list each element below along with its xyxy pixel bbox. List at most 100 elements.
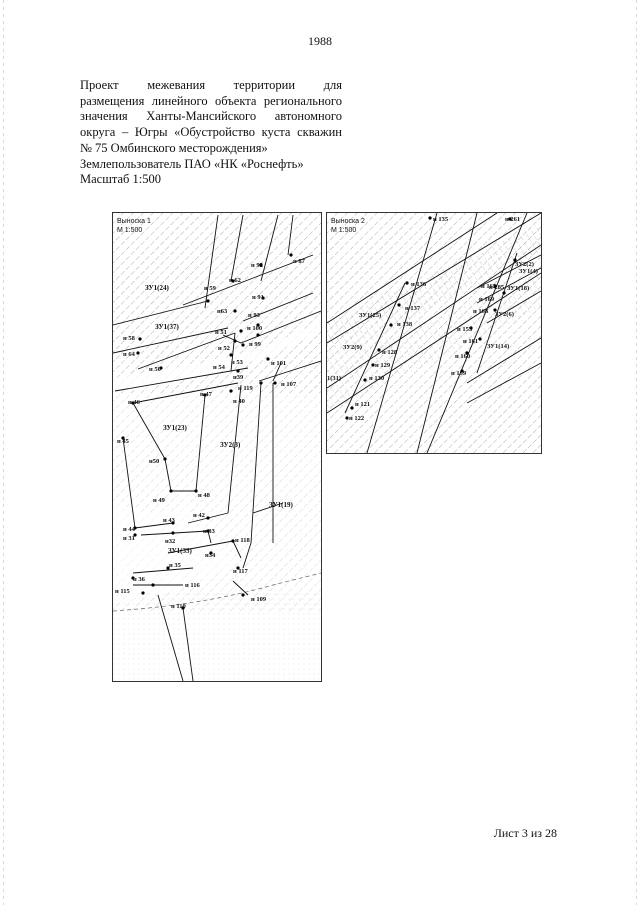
inset-1-boundary-line [272, 362, 282, 382]
inset-1-boundary-point [209, 551, 213, 555]
inset-1-boundary-point [231, 539, 235, 543]
inset-1-parcel-label: ЗУ1(37) [155, 323, 179, 331]
inset-2-parcel-label: ЗУ2(9) [343, 344, 362, 351]
inset-1-point-label: н 36 [133, 576, 146, 583]
inset-1-point-label: н50 [149, 458, 159, 465]
inset-1-boundary-point [239, 329, 243, 333]
inset-1-boundary-point [136, 351, 140, 355]
inset-1-boundary-point [266, 357, 270, 361]
inset-2-boundary-point [371, 363, 375, 367]
inset-2-point-label: н 161 [463, 338, 478, 345]
inset-2-point-label: н 122 [349, 415, 364, 422]
inset-1-point-label: н39 [233, 374, 244, 381]
inset-1-boundary-line [227, 384, 242, 514]
inset-1-title: Выноска 1 М 1:500 [117, 217, 151, 235]
inset-1-boundary-line [134, 522, 174, 529]
header-line-1: Проект межевания территории для [80, 78, 342, 92]
inset-1-boundary-line [137, 332, 236, 370]
inset-2-point-label: н 138 [397, 321, 413, 328]
inset-1-map: ЗУ1(24)ЗУ1(37)ЗУ1(23)ЗУ2(3)ЗУ1(19)ЗУ1(33… [112, 212, 322, 682]
inset-2-boundary-point [397, 303, 401, 307]
inset-1-boundary-point [141, 591, 145, 595]
inset-1-boundary-point [203, 393, 207, 397]
header-line-7: Масштаб 1:500 [80, 172, 161, 187]
inset-1-point-label: н 107 [281, 381, 297, 388]
inset-1-boundary-point [241, 343, 245, 347]
inset-2-boundary-point [460, 369, 464, 373]
inset-1-parcel-label: ЗУ1(24) [145, 284, 169, 292]
inset-1-boundary-line [113, 300, 209, 326]
inset-1-point-label: н 59 [204, 285, 217, 292]
header-line-2: размещения линейного объекта регионально… [80, 93, 342, 108]
page-number: 1988 [308, 34, 332, 48]
inset-1-point-label: н 35 [169, 562, 182, 569]
inset-2-boundary-point [502, 291, 506, 295]
inset-2-boundary-point [405, 281, 409, 285]
header-line-3: значения Ханты-Мансийского автономного [80, 109, 342, 124]
inset-1-boundary-line [232, 580, 249, 596]
inset-2-boundary-line [327, 244, 541, 389]
inset-2-boundary-point [465, 351, 469, 355]
inset-1-drawing: ЗУ1(24)ЗУ1(37)ЗУ1(23)ЗУ2(3)ЗУ1(19)ЗУ1(33… [113, 213, 321, 681]
inset-2-boundary-line [476, 267, 541, 304]
inset-1-point-label: н 110 [171, 603, 186, 610]
inset-1-boundary-line [195, 394, 206, 492]
inset-1-boundary-point [133, 526, 137, 530]
inset-1-boundary-point [236, 566, 240, 570]
inset-1-boundary-line [157, 594, 184, 681]
inset-1-point-label: н 43 [163, 517, 176, 524]
inset-2-point-label: н 261 [505, 216, 520, 223]
inset-2-boundary-line [327, 272, 541, 414]
inset-1-point-label: н 93 [248, 312, 261, 319]
inset-1-point-label: н 117 [233, 568, 249, 575]
inset-1-boundary-point [233, 339, 237, 343]
inset-1-boundary-line [132, 567, 194, 574]
inset-1-boundary-line [182, 607, 194, 681]
inset-2-boundary-line [426, 213, 528, 453]
inset-2-boundary-line [416, 213, 478, 453]
inset-1-point-label: н 91 [252, 294, 264, 301]
inset-1-boundary-point [166, 566, 170, 570]
inset-1-boundary-point [206, 529, 210, 533]
inset-1-boundary-point [241, 593, 245, 597]
inset-1-point-label: н 42 [193, 512, 205, 519]
header-line-4: округа – Югры «Обустройство куста скважи… [80, 125, 342, 140]
inset-2-point-label: н 285 [489, 284, 505, 291]
inset-1-boundary-line [252, 502, 284, 514]
inset-1-boundary-line [113, 327, 229, 354]
inset-2-point-label: н 121 [355, 401, 370, 408]
inset-1-parcel-label: ЗУ1(33) [168, 547, 192, 555]
inset-1-boundary-line [260, 214, 279, 282]
inset-1-boundary-line [242, 292, 314, 322]
inset-2-point-label: н 160 [455, 353, 470, 360]
inset-1-point-label: н 109 [251, 596, 267, 603]
inset-1-boundary-point [229, 353, 233, 357]
inset-2-point-label: н 136 [411, 281, 427, 288]
document-header: Проект межевания территории для размещен… [80, 78, 342, 188]
inset-1-boundary-line [167, 540, 234, 554]
inset-1-boundary-line [287, 214, 294, 256]
inset-1-point-label: н 49 [153, 497, 166, 504]
inset-2-boundary-line [466, 337, 541, 384]
inset-1-scale-text: М 1:500 [117, 227, 143, 234]
inset-1-boundary-point [206, 516, 210, 520]
inset-2-point-label: н 153 [457, 326, 473, 333]
inset-1-point-label: н 118 [235, 537, 251, 544]
inset-2-parcel-label: ЗУ2(6) [495, 311, 514, 318]
inset-1-point-label: н 53 [231, 359, 244, 366]
inset-2-boundary-line [327, 213, 498, 324]
inset-1-boundary-point [131, 576, 135, 580]
inset-1-boundary-point [231, 279, 235, 283]
inset-1-boundary-point [259, 381, 263, 385]
inset-1-point-label: н 46 [128, 399, 141, 406]
scan-edge-right [636, 0, 637, 905]
inset-2-boundary-point [377, 348, 381, 352]
inset-1-point-label: н 58 [123, 335, 136, 342]
inset-1-boundary-line [258, 360, 321, 382]
inset-1-parcel-label: ЗУ1(19) [269, 501, 293, 509]
inset-1-point-label: н 44 [123, 526, 136, 533]
inset-1-boundary-line [122, 437, 136, 529]
inset-1-boundary-point [131, 401, 135, 405]
